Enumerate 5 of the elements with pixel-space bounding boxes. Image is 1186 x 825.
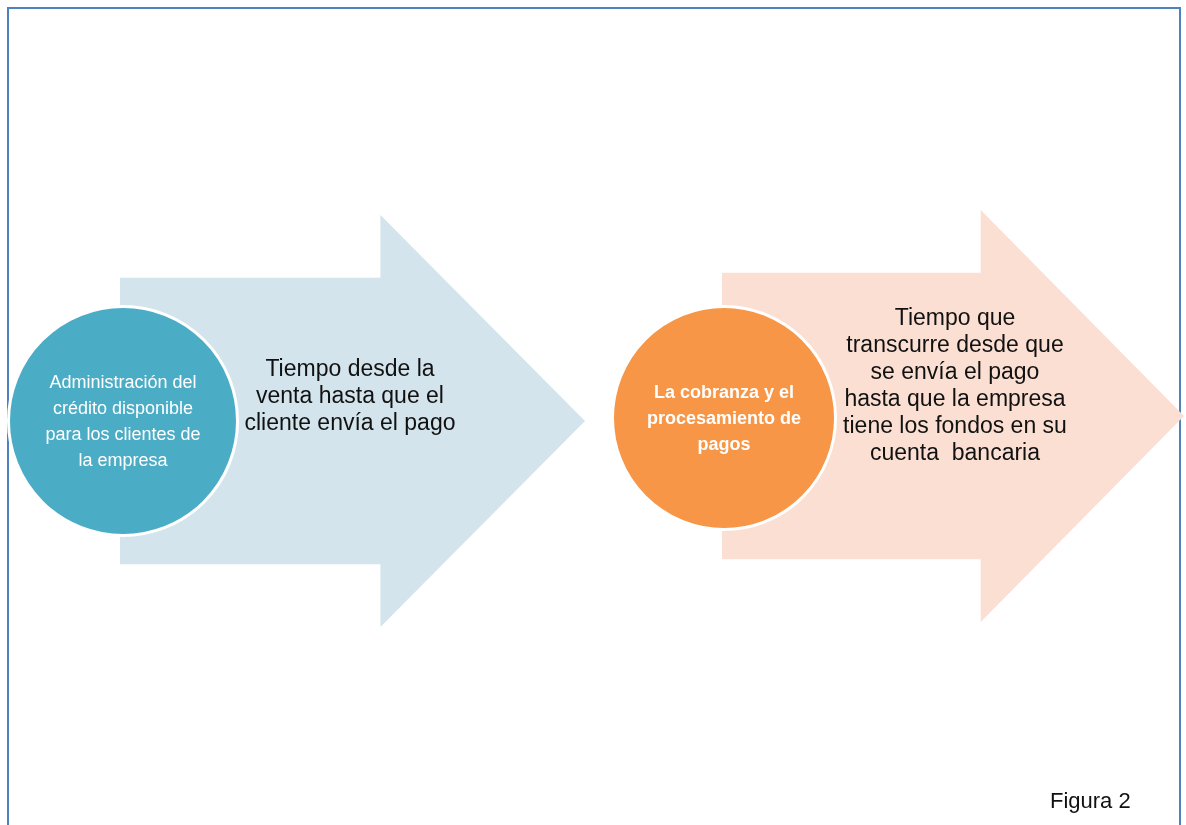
arrow-text: Tiempo que transcurre desde que se envía el pago hasta que la empresa tiene los fondos en su cuenta bancaria	[842, 304, 1068, 466]
circle-text: Administración del crédito disponible para los clientes de la empresa	[44, 371, 202, 472]
arrow-text: Tiempo desde la venta hasta que el cliente envía el pago	[243, 355, 457, 436]
caption: Figura 2	[1050, 788, 1131, 814]
circle-text: La cobranza y el procesamiento de pagos	[645, 381, 802, 456]
